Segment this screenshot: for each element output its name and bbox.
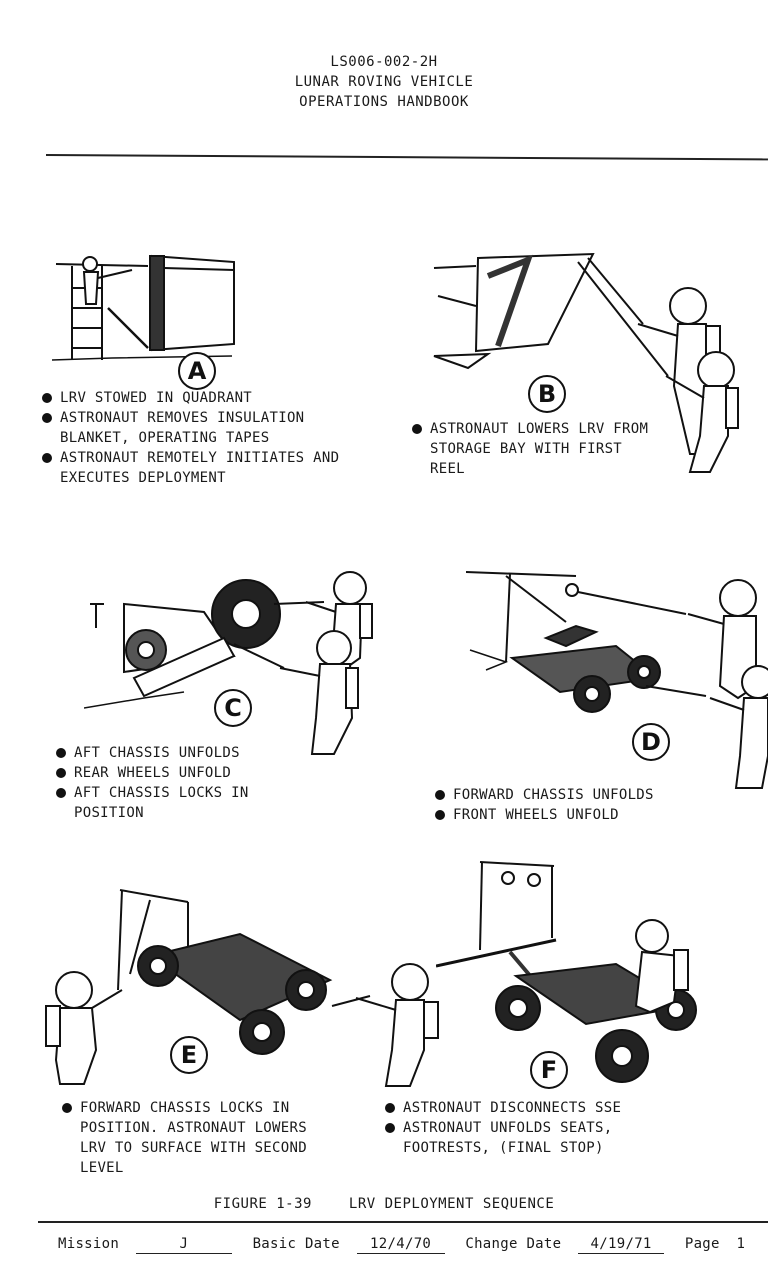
panel-e-note: FORWARD CHASSIS LOCKS IN POSITION. ASTRO… bbox=[60, 1098, 330, 1178]
panel-f-illustration bbox=[436, 856, 756, 1086]
panel-f-notes: ASTRONAUT DISCONNECTS SSE ASTRONAUT UNFO… bbox=[383, 1098, 673, 1158]
panel-c-note: AFT CHASSIS UNFOLDS bbox=[54, 743, 314, 763]
figure-title: LRV DEPLOYMENT SEQUENCE bbox=[348, 1196, 555, 1212]
panel-c-illustration bbox=[84, 568, 384, 758]
document-footer: Mission J Basic Date 12/4/70 Change Date… bbox=[58, 1236, 768, 1254]
panel-e-label: E bbox=[170, 1036, 208, 1074]
mission-value: J bbox=[135, 1236, 232, 1254]
figure-caption: FIGURE 1-39 LRV DEPLOYMENT SEQUENCE bbox=[0, 1196, 768, 1212]
bullet-icon bbox=[62, 1103, 72, 1113]
panel-f-note: ASTRONAUT UNFOLDS SEATS, FOOTRESTS, (FIN… bbox=[383, 1118, 673, 1158]
basic-date-label: Basic Date bbox=[252, 1236, 340, 1252]
panel-c-note: REAR WHEELS UNFOLD bbox=[54, 763, 314, 783]
change-date-label: Change Date bbox=[465, 1236, 562, 1252]
panel-a-note: ASTRONAUT REMOVES INSULATION BLANKET, OP… bbox=[40, 408, 360, 448]
page-label: Page bbox=[684, 1236, 720, 1252]
panel-a-illustration bbox=[52, 248, 252, 368]
bullet-icon bbox=[42, 393, 52, 403]
panel-e-notes: FORWARD CHASSIS LOCKS IN POSITION. ASTRO… bbox=[60, 1098, 330, 1178]
mission-label: Mission bbox=[58, 1236, 120, 1252]
panel-b-note: ASTRONAUT LOWERS LRV FROM STORAGE BAY WI… bbox=[410, 419, 660, 479]
panel-b-illustration bbox=[428, 236, 748, 481]
panel-a-notes: LRV STOWED IN QUADRANT ASTRONAUT REMOVES… bbox=[40, 388, 360, 488]
panel-f-note: ASTRONAUT DISCONNECTS SSE bbox=[383, 1098, 673, 1118]
panel-b-notes: ASTRONAUT LOWERS LRV FROM STORAGE BAY WI… bbox=[410, 419, 660, 479]
bullet-icon bbox=[435, 810, 445, 820]
panel-d-note: FORWARD CHASSIS UNFOLDS bbox=[433, 785, 703, 805]
bullet-icon bbox=[56, 768, 66, 778]
panel-d-label: D bbox=[632, 723, 670, 761]
bullet-icon bbox=[385, 1103, 395, 1113]
bullet-icon bbox=[435, 790, 445, 800]
bullet-icon bbox=[385, 1123, 395, 1133]
document-title-line1: LUNAR ROVING VEHICLE bbox=[294, 74, 474, 90]
panel-a-note: ASTRONAUT REMOTELY INITIATES AND EXECUTE… bbox=[40, 448, 360, 488]
panel-b-label: B bbox=[528, 375, 566, 413]
bullet-icon bbox=[56, 788, 66, 798]
panel-d-note: FRONT WHEELS UNFOLD bbox=[433, 805, 703, 825]
panel-e-illustration bbox=[40, 880, 440, 1090]
panel-c-label: C bbox=[214, 689, 252, 727]
basic-date-value: 12/4/70 bbox=[356, 1236, 445, 1254]
footer-divider bbox=[38, 1221, 768, 1223]
bullet-icon bbox=[42, 453, 52, 463]
panel-c-note: AFT CHASSIS LOCKS IN POSITION bbox=[54, 783, 314, 823]
panel-c-notes: AFT CHASSIS UNFOLDS REAR WHEELS UNFOLD A… bbox=[54, 743, 314, 823]
bullet-icon bbox=[56, 748, 66, 758]
panel-a-label: A bbox=[178, 352, 216, 390]
document-number: LS006-002-2H bbox=[330, 54, 438, 70]
header-divider bbox=[45, 154, 768, 161]
panel-f-label: F bbox=[530, 1051, 568, 1089]
panel-d-notes: FORWARD CHASSIS UNFOLDS FRONT WHEELS UNF… bbox=[433, 785, 703, 825]
document-header: LS006-002-2H LUNAR ROVING VEHICLE OPERAT… bbox=[0, 52, 768, 112]
panel-a-note: LRV STOWED IN QUADRANT bbox=[40, 388, 360, 408]
bullet-icon bbox=[42, 413, 52, 423]
document-title-line2: OPERATIONS HANDBOOK bbox=[299, 94, 469, 110]
page-value: 1 bbox=[736, 1236, 746, 1252]
change-date-value: 4/19/71 bbox=[578, 1236, 665, 1254]
panel-d-illustration bbox=[466, 566, 768, 796]
bullet-icon bbox=[412, 424, 422, 434]
figure-number: FIGURE 1-39 bbox=[213, 1196, 312, 1212]
